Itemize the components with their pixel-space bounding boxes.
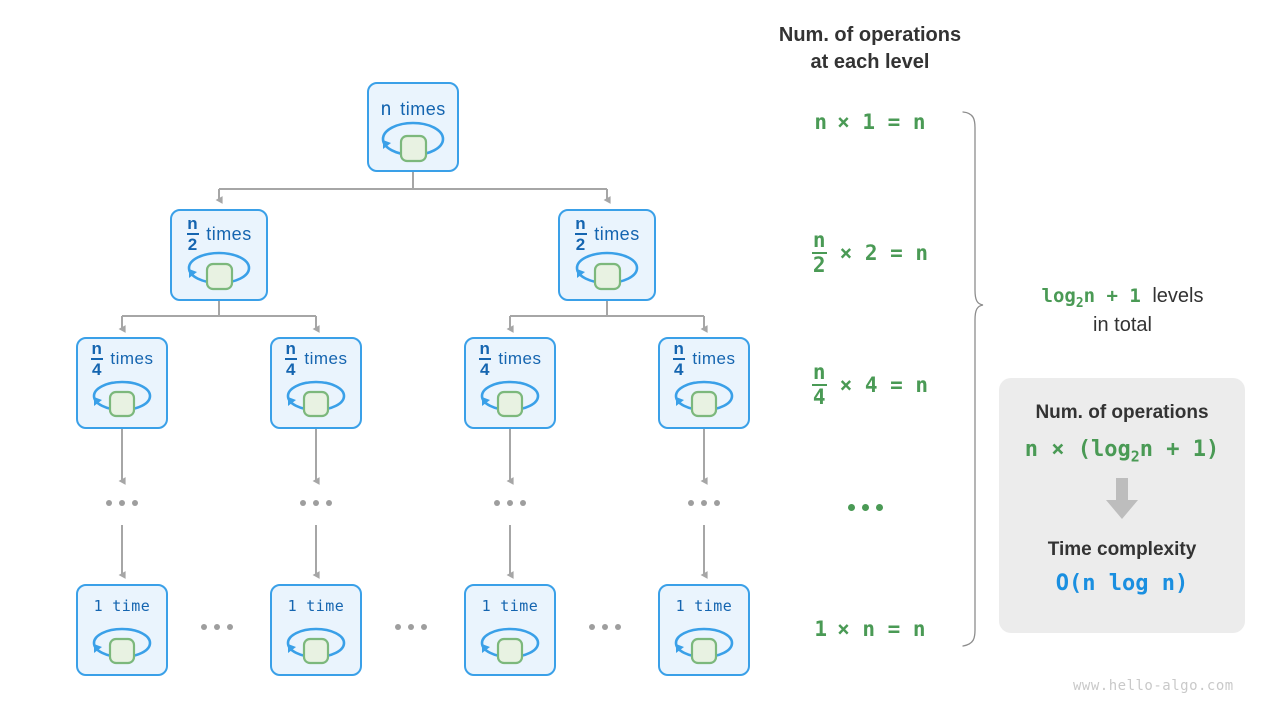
node-label: n 4 times — [78, 340, 166, 378]
ops-row-3-rest: × 4 = n — [839, 373, 929, 397]
node-unit: times — [110, 349, 154, 368]
node-unit: time — [112, 597, 151, 615]
node-unit: time — [694, 597, 733, 615]
node-label: 1 time — [78, 594, 166, 618]
node-count: n — [380, 98, 393, 120]
ops-row-2-rest: × 2 = n — [839, 241, 929, 265]
levels-brace — [962, 111, 984, 647]
loop-arrow-icon — [78, 369, 166, 427]
ops-row-2-fraction: n 2 — [811, 228, 827, 277]
node-label: 1 time — [272, 594, 360, 618]
levels-note-line1: log2n + 1 levels — [1000, 283, 1245, 312]
tree-node-leaf-3[interactable]: 1 time — [464, 584, 556, 676]
node-unit: times — [206, 223, 252, 244]
loop-arrow-icon — [466, 369, 554, 427]
node-count: 1 — [675, 597, 686, 615]
node-label: 1 time — [466, 594, 554, 618]
levels-in-total-note: log2n + 1 levels in total — [1000, 283, 1245, 339]
levels-note-line2: in total — [1093, 314, 1152, 337]
node-fraction: n 4 — [90, 339, 103, 379]
ops-row-5-lhs: 1 — [814, 617, 828, 641]
node-label: n 4 times — [272, 340, 360, 378]
ops-row-3: n 4 × 4 = n — [750, 362, 990, 408]
loop-arrow-icon — [369, 112, 457, 170]
tree-node-leaf-1[interactable]: 1 time — [76, 584, 168, 676]
loop-arrow-icon — [78, 616, 166, 674]
node-label: n 4 times — [466, 340, 554, 378]
loop-arrow-icon — [272, 369, 360, 427]
leaf-ellipsis-3 — [589, 624, 621, 630]
node-label: n 2 times — [172, 215, 266, 253]
levels-note-suffix: levels — [1152, 285, 1204, 307]
loop-arrow-icon — [466, 616, 554, 674]
vertical-ellipsis-4 — [688, 500, 720, 506]
summary-complexity-value: O(n log n) — [1055, 571, 1189, 597]
leaf-ellipsis-2 — [395, 624, 427, 630]
ops-column-title: Num. of operations at each level — [750, 22, 990, 76]
node-unit: times — [400, 98, 446, 119]
node-label: n times — [369, 96, 457, 122]
tree-node-level3-4[interactable]: n 4 times — [658, 337, 750, 429]
leaf-ellipsis-1 — [201, 624, 233, 630]
node-fraction: n 2 — [574, 214, 587, 254]
vertical-ellipsis-2 — [300, 500, 332, 506]
summary-ops-title: Num. of operations — [1035, 402, 1209, 423]
watermark: www.hello-algo.com — [1073, 678, 1234, 694]
node-fraction: n 4 — [478, 339, 491, 379]
ops-row-2: n 2 × 2 = n — [750, 230, 990, 276]
tree-node-level3-2[interactable]: n 4 times — [270, 337, 362, 429]
node-label: n 4 times — [660, 340, 748, 378]
loop-arrow-icon — [272, 616, 360, 674]
loop-arrow-icon — [560, 241, 654, 299]
ops-row-1-lhs: n — [814, 110, 828, 134]
summary-ops-formula: n × (log2n + 1) — [1024, 437, 1220, 466]
tree-node-level3-1[interactable]: n 4 times — [76, 337, 168, 429]
ops-row-5: 1 × n = n — [750, 617, 990, 641]
vertical-ellipsis-1 — [106, 500, 138, 506]
node-label: 1 time — [660, 594, 748, 618]
node-unit: times — [498, 349, 542, 368]
node-fraction: n 2 — [186, 214, 199, 254]
ops-row-5-rest: × n = n — [837, 617, 926, 641]
down-arrow-icon — [1104, 478, 1140, 525]
summary-complexity-title: Time complexity — [1047, 539, 1197, 561]
tree-node-leaf-4[interactable]: 1 time — [658, 584, 750, 676]
node-count: 1 — [287, 597, 298, 615]
ops-row-4-ellipsis — [848, 504, 883, 511]
ops-row-1: n × 1 = n — [750, 110, 990, 134]
tree-node-level1-1[interactable]: n times — [367, 82, 459, 172]
node-unit: times — [304, 349, 348, 368]
node-fraction: n 4 — [672, 339, 685, 379]
vertical-ellipsis-3 — [494, 500, 526, 506]
node-unit: times — [594, 223, 640, 244]
loop-arrow-icon — [660, 616, 748, 674]
ops-row-1-rest: × 1 = n — [837, 110, 926, 134]
ops-title-line1: Num. of operations — [778, 24, 962, 46]
node-label: n 2 times — [560, 215, 654, 253]
ops-title-line2: at each level — [810, 51, 930, 73]
tree-node-level2-1[interactable]: n 2 times — [170, 209, 268, 301]
tree-node-level3-3[interactable]: n 4 times — [464, 337, 556, 429]
node-fraction: n 4 — [284, 339, 297, 379]
node-unit: time — [306, 597, 345, 615]
levels-note-formula: log2n + 1 — [1041, 285, 1141, 311]
node-count: 1 — [93, 597, 104, 615]
node-unit: times — [692, 349, 736, 368]
node-unit: time — [500, 597, 539, 615]
loop-arrow-icon — [172, 241, 266, 299]
tree-node-leaf-2[interactable]: 1 time — [270, 584, 362, 676]
summary-box: Num. of operations n × (log2n + 1) Time … — [999, 378, 1245, 633]
tree-node-level2-2[interactable]: n 2 times — [558, 209, 656, 301]
loop-arrow-icon — [660, 369, 748, 427]
node-count: 1 — [481, 597, 492, 615]
ops-row-3-fraction: n 4 — [811, 360, 827, 409]
